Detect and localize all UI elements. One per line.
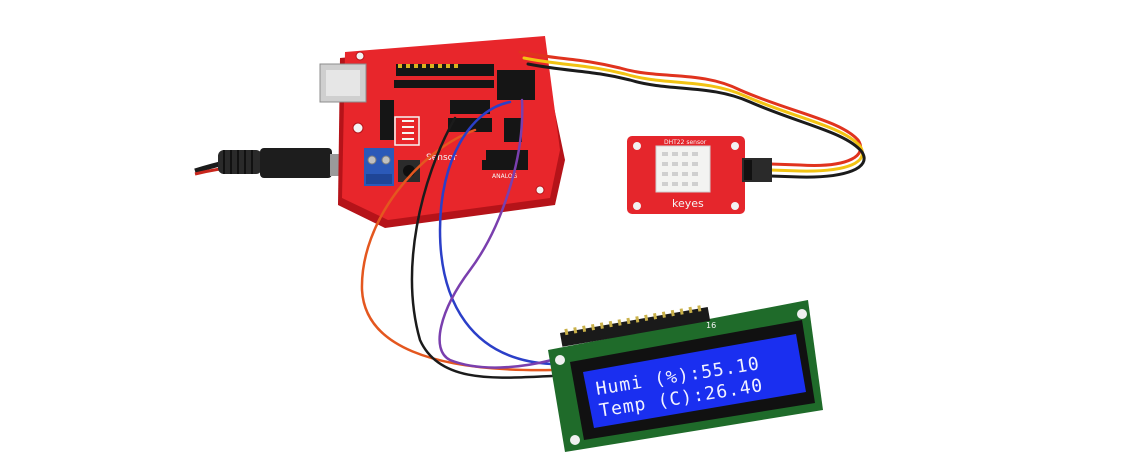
sensor-title: DHT22 sensor [664,139,707,146]
sensor-shield-board: Sensor ANALOG [319,36,565,228]
lcd-header-number: 16 [706,321,716,330]
wires [360,50,866,379]
sensor-brand: keyes [672,197,704,210]
lcd-module: 16 Humi (%):55.10 Temp (C):26.40 [548,300,823,452]
shield-analog-label: ANALOG [492,173,518,180]
shield-label: Sensor [426,153,457,163]
dht22-sensor-module: DHT22 sensor keyes [627,136,772,214]
